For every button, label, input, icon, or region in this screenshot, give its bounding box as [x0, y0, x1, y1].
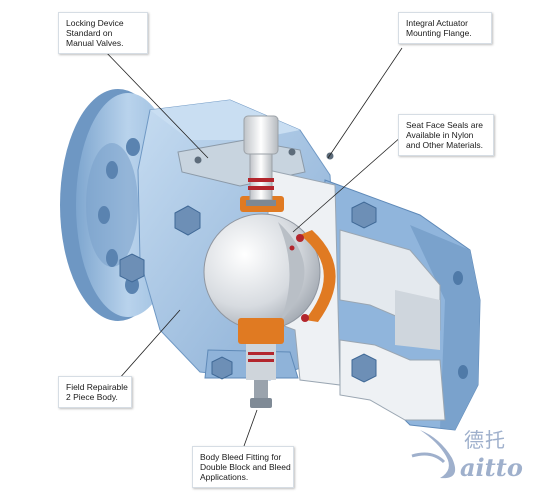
bolt-icon — [211, 356, 233, 380]
callout-line: Applications. — [200, 472, 249, 482]
callout-line: Body Bleed Fitting for — [200, 452, 282, 462]
callout-line: Manual Valves. — [66, 38, 124, 48]
bolt-icon — [119, 253, 145, 283]
logo-latin-text: aitto — [460, 453, 523, 482]
valve-ball — [203, 213, 321, 331]
callout-actuator-flange: Integral Actuator Mounting Flange. — [398, 12, 492, 44]
callout-line: Locking Device — [66, 18, 124, 28]
callout-line: Standard on — [66, 28, 113, 38]
callout-line: Available in Nylon — [406, 130, 474, 140]
bolt-icon — [174, 205, 201, 236]
callout-body: Field Repairable 2 Piece Body. — [58, 376, 132, 408]
swoosh-d-logo-icon — [411, 430, 456, 479]
callout-seat-seals: Seat Face Seals are Available in Nylon a… — [398, 114, 494, 156]
callout-line: and Other Materials. — [406, 140, 484, 150]
bolt-icon — [351, 201, 377, 229]
callout-bleed-fitting: Body Bleed Fitting for Double Block and … — [192, 446, 294, 488]
callout-line: Double Block and Bleed — [200, 462, 291, 472]
callout-line: Integral Actuator — [406, 18, 468, 28]
callout-line: 2 Piece Body. — [66, 392, 118, 402]
valve-stem — [243, 115, 279, 206]
bolt-icon — [351, 353, 377, 383]
logo-chinese-text: 德托 — [464, 428, 506, 452]
callout-locking-device: Locking Device Standard on Manual Valves… — [58, 12, 148, 54]
leader-lines — [101, 47, 403, 447]
seat-face-seals — [289, 234, 309, 322]
body-bolts — [119, 201, 377, 383]
callout-line: Seat Face Seals are — [406, 120, 484, 130]
callout-line: Field Repairable — [66, 382, 128, 392]
callout-line: Mounting Flange. — [406, 28, 472, 38]
